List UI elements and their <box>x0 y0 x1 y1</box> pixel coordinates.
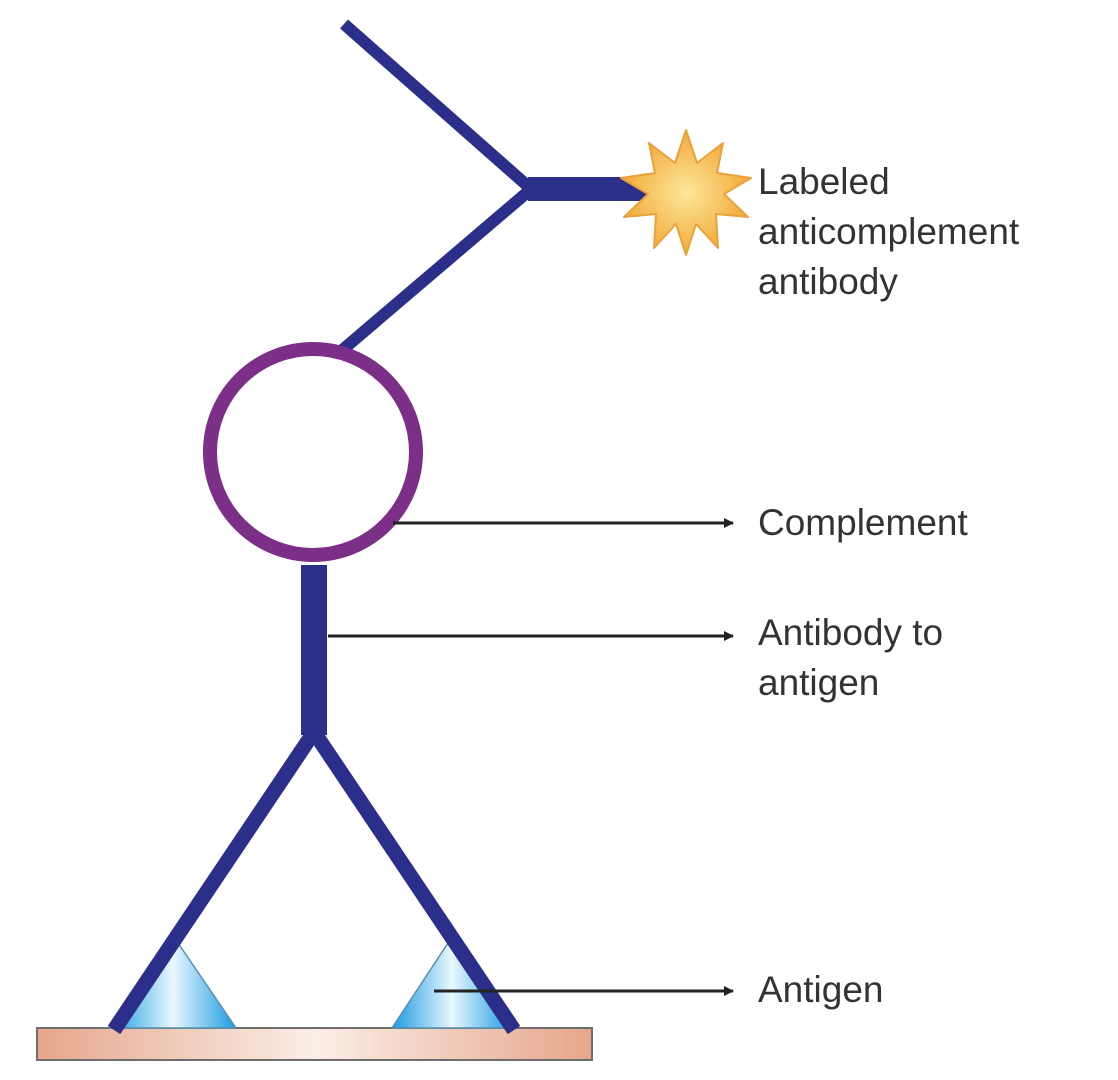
label-line: Labeled <box>758 161 890 202</box>
label-complement: Complement <box>758 498 968 548</box>
label-antibody-to-antigen: Antibody to antigen <box>758 608 943 708</box>
label-star-icon <box>620 129 752 256</box>
solid-phase-plate <box>36 1027 593 1061</box>
label-labeled-anticomplement-antibody: Labeled anticomplement antibody <box>758 157 1019 307</box>
complement-ring <box>203 342 423 562</box>
antibody-to-antigen <box>107 565 521 1035</box>
label-line: antibody <box>758 261 898 302</box>
label-line: anticomplement <box>758 211 1020 252</box>
label-line: Antigen <box>758 969 884 1010</box>
label-line: antigen <box>758 662 880 703</box>
antigen-right <box>390 941 514 1029</box>
label-antigen: Antigen <box>758 965 884 1015</box>
anticomplement-antibody <box>336 19 650 357</box>
label-line: Complement <box>758 502 968 543</box>
label-line: Antibody to <box>758 612 944 653</box>
